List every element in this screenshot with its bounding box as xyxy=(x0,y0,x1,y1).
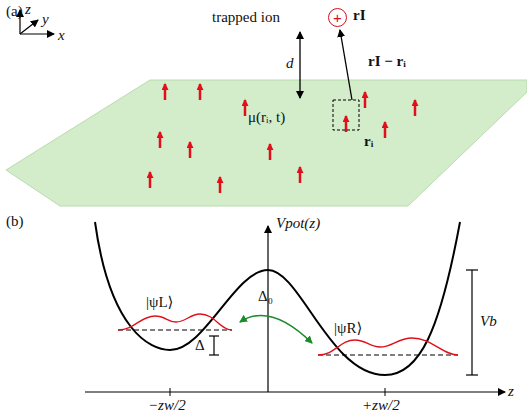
spin-arrow xyxy=(199,84,202,100)
delta-bracket xyxy=(209,336,219,355)
spin-arrow xyxy=(269,144,272,160)
energy-label: Δ xyxy=(195,336,205,354)
spin-arrow xyxy=(414,100,417,116)
ion-label: trapped ion xyxy=(212,8,280,26)
spin-arrow xyxy=(219,177,222,193)
wavefunction-left xyxy=(118,314,232,330)
wavefunction-right xyxy=(318,338,458,355)
distance-arrow xyxy=(299,32,300,98)
state-label: |ψR⟩ xyxy=(334,319,362,337)
tunnel-arrow xyxy=(240,315,312,343)
panel-label: (a) xyxy=(6,2,23,20)
spin-arrow xyxy=(244,100,247,116)
spin-arrow xyxy=(149,172,152,188)
v-axis xyxy=(267,226,268,392)
potential-curve xyxy=(95,222,460,375)
spin-arrow xyxy=(384,122,387,138)
tick-label: −zw/2 xyxy=(148,396,186,414)
surface xyxy=(6,80,527,206)
barrier-label: Vb xyxy=(480,312,497,330)
axis-label: y xyxy=(42,10,49,28)
panel-label: (b) xyxy=(6,212,24,230)
dashed-box xyxy=(333,100,359,130)
spin-arrow xyxy=(159,132,162,148)
axis-label: Vpot(z) xyxy=(276,214,320,232)
position-label: rᵢ xyxy=(364,132,373,150)
tick-label: +zw/2 xyxy=(362,396,400,414)
position-label: rI xyxy=(353,6,366,24)
coupling-label: Δ₀ xyxy=(258,287,273,305)
dipole-label: μ(rᵢ, t) xyxy=(248,108,285,126)
state-label: |ψL⟩ xyxy=(146,293,173,311)
spin-arrow xyxy=(164,84,167,100)
spin-arrow xyxy=(189,142,192,158)
spin-arrow xyxy=(364,92,367,108)
spin-arrow xyxy=(345,116,348,132)
vector-label: rI − rᵢ xyxy=(368,52,406,70)
spins xyxy=(150,84,415,193)
distance-label: d xyxy=(286,54,294,72)
axis-label: x xyxy=(58,26,65,44)
ion-circle: + xyxy=(328,8,347,27)
axis-label: z xyxy=(25,0,31,18)
vb-bracket xyxy=(466,270,478,375)
axis-label: z xyxy=(508,382,514,400)
charge-sign: + xyxy=(333,10,342,25)
spin-arrow xyxy=(299,167,302,183)
z-axis xyxy=(85,391,505,392)
vector-arrow xyxy=(340,30,352,100)
